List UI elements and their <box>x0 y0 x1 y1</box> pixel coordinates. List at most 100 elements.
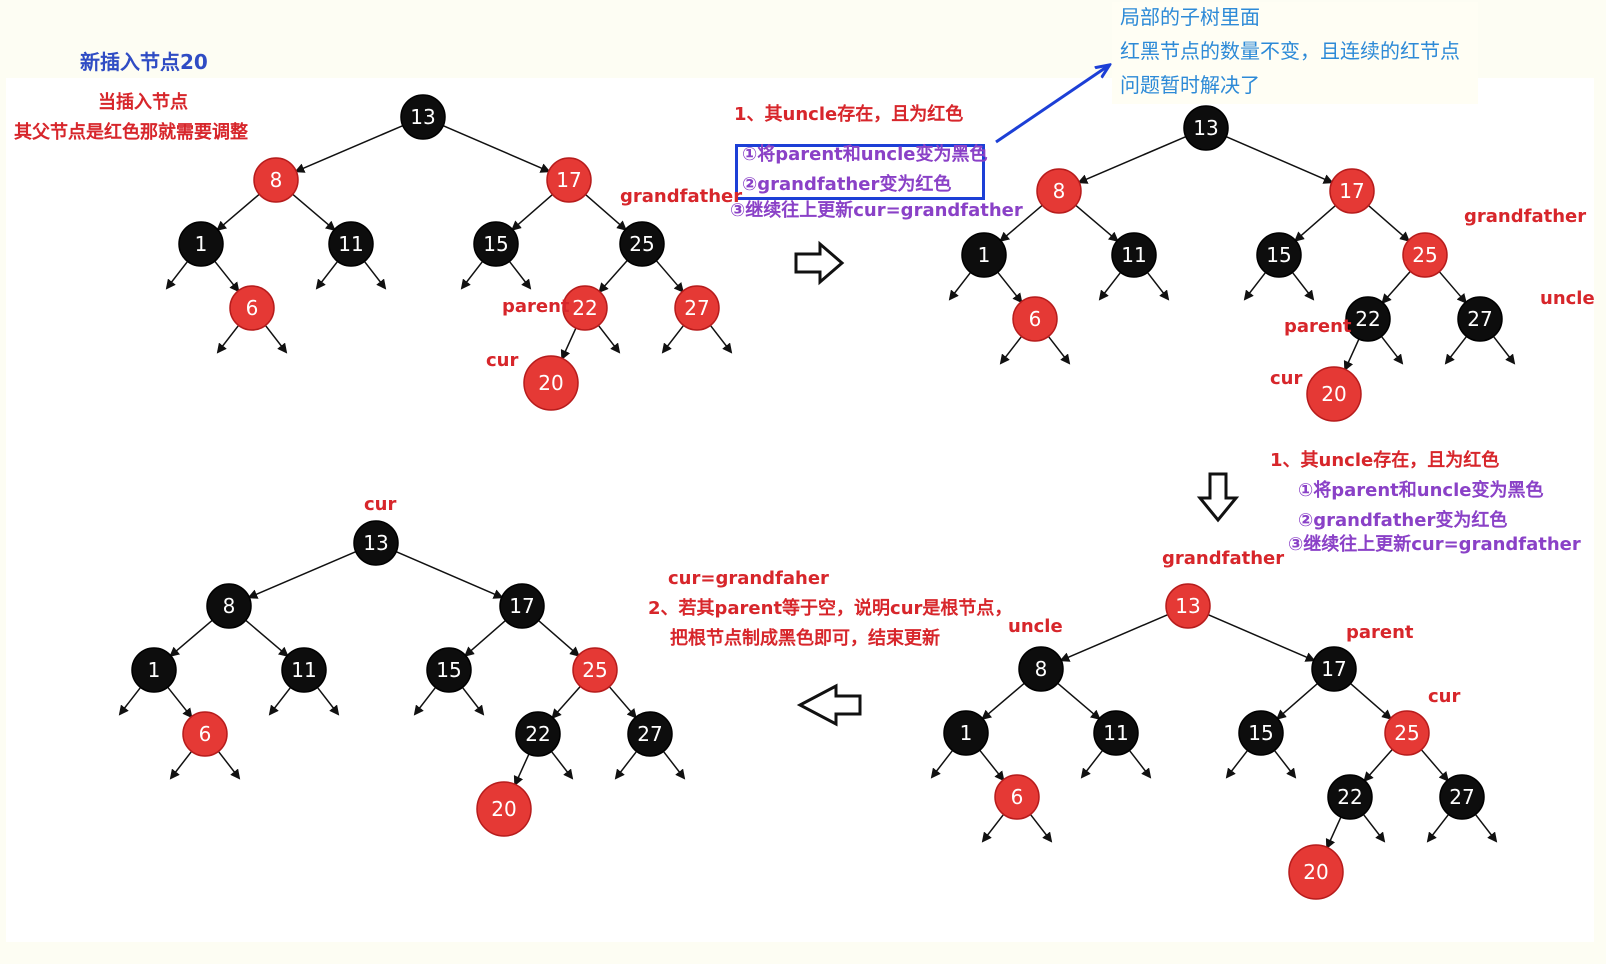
tree-node-label: 25 <box>582 658 607 682</box>
rule-step1-right: ①将parent和uncle变为黑色 <box>1298 480 1544 501</box>
note-box <box>1112 2 1478 104</box>
nil-edge <box>264 324 288 354</box>
label-cur-t3: cur <box>1428 686 1461 707</box>
nil-edge <box>165 260 189 290</box>
nil-edge <box>1474 813 1498 843</box>
tree-node-label: 1 <box>960 721 973 745</box>
note-line-2: 红黑节点的数量不变，且连续的红节点 <box>1120 39 1460 63</box>
nil-edge <box>948 271 972 301</box>
tree-node-label: 27 <box>1449 785 1474 809</box>
label-parent-t3: parent <box>1346 622 1414 643</box>
tree-edge <box>560 327 577 361</box>
tree-edge <box>292 193 336 232</box>
nil-edge <box>268 686 292 716</box>
nil-edge <box>981 813 1005 843</box>
intro-line-2: 其父节点是红色那就需要调整 <box>14 122 248 143</box>
tree-node-label: 1 <box>148 658 161 682</box>
tree-node-11 <box>281 647 327 693</box>
nil-edge <box>1380 335 1404 365</box>
tree-edge <box>167 686 193 719</box>
nil-edge <box>1146 271 1170 301</box>
tree-node-27 <box>1457 296 1503 342</box>
tree-node-label: 15 <box>1266 243 1291 267</box>
tree-node-label: 17 <box>509 594 534 618</box>
tree-node-15 <box>426 647 472 693</box>
tree-edge <box>608 686 637 719</box>
tree-node-20 <box>476 781 532 837</box>
note-line-1: 局部的子树里面 <box>1120 5 1260 29</box>
tree-edge <box>1438 271 1467 304</box>
label-parent-t1: parent <box>502 296 570 317</box>
note-pointer-arrow <box>995 66 1108 144</box>
tree-edge <box>169 619 213 658</box>
tree-edge <box>585 193 627 231</box>
tree-node-25 <box>572 647 618 693</box>
rule2-line-1: cur=grandfaher <box>668 568 829 589</box>
tree-node-22 <box>562 285 608 331</box>
tree-node-label: 13 <box>1193 116 1218 140</box>
tree-node-label: 22 <box>525 722 550 746</box>
tree-edge <box>1381 270 1411 305</box>
tree-node-label: 6 <box>199 722 212 746</box>
label-cur-t2: cur <box>1270 368 1303 389</box>
label-uncle-t3: uncle <box>1008 616 1063 637</box>
tree-edge <box>513 753 530 787</box>
tree-node-label: 6 <box>1011 785 1024 809</box>
tree-node-label: 27 <box>637 722 662 746</box>
tree-node-20 <box>1306 366 1362 422</box>
tree-node-6 <box>229 285 275 331</box>
tree-edge <box>1420 749 1449 782</box>
tree-node-22 <box>515 711 561 757</box>
tree-edge <box>214 260 240 293</box>
label-grandfather-t1: grandfather <box>620 186 743 207</box>
tree-node-8 <box>253 157 299 203</box>
tree-edge <box>1075 204 1119 243</box>
tree-edge <box>464 619 506 657</box>
tree-node-27 <box>627 711 673 757</box>
tree-node-1 <box>961 232 1007 278</box>
tree-node-label: 1 <box>978 243 991 267</box>
nil-edge <box>363 260 387 290</box>
nil-edge <box>315 260 339 290</box>
rule-step2-top: ②grandfather变为红色 <box>742 174 952 195</box>
tree-node-label: 25 <box>629 232 654 256</box>
tree-node-label: 27 <box>684 296 709 320</box>
tree-node-label: 20 <box>1321 382 1346 406</box>
label-uncle-t2: uncle <box>1540 288 1595 309</box>
tree-node-label: 8 <box>1053 179 1066 203</box>
nil-edge <box>597 324 621 354</box>
tree-node-20 <box>1288 844 1344 900</box>
tree-node-label: 22 <box>1337 785 1362 809</box>
tree-node-label: 13 <box>363 531 388 555</box>
rule-step2-right: ②grandfather变为红色 <box>1298 510 1508 531</box>
tree-edge <box>511 193 553 231</box>
tree-node-15 <box>473 221 519 267</box>
tree-node-label: 6 <box>246 296 259 320</box>
tree-node-25 <box>1402 232 1448 278</box>
rule-heading-top: 1、其uncle存在，且为红色 <box>734 104 964 125</box>
rule2-line-3: 把根节点制成黑色即可，结束更新 <box>670 628 940 649</box>
tree-node-8 <box>206 583 252 629</box>
tree-edge <box>1294 204 1336 242</box>
tree-node-label: 17 <box>1339 179 1364 203</box>
tree-edge <box>1207 614 1316 662</box>
tree-node-label: 20 <box>1303 860 1328 884</box>
tree-node-20 <box>523 355 579 411</box>
tree-node-label: 6 <box>1029 307 1042 331</box>
hollow-left-arrow <box>796 683 862 727</box>
tree-edge <box>997 271 1023 304</box>
tree-node-label: 8 <box>223 594 236 618</box>
tree-node-22 <box>1345 296 1391 342</box>
nil-edge <box>1047 335 1071 365</box>
tree-node-label: 11 <box>291 658 316 682</box>
nil-edge <box>709 324 733 354</box>
rule-step3-right: ③继续往上更新cur=grandfather <box>1288 534 1581 555</box>
label-parent-t2: parent <box>1284 316 1352 337</box>
tree-node-label: 27 <box>1467 307 1492 331</box>
tree-node-1 <box>943 710 989 756</box>
nil-edge <box>118 686 142 716</box>
tree-node-label: 17 <box>556 168 581 192</box>
